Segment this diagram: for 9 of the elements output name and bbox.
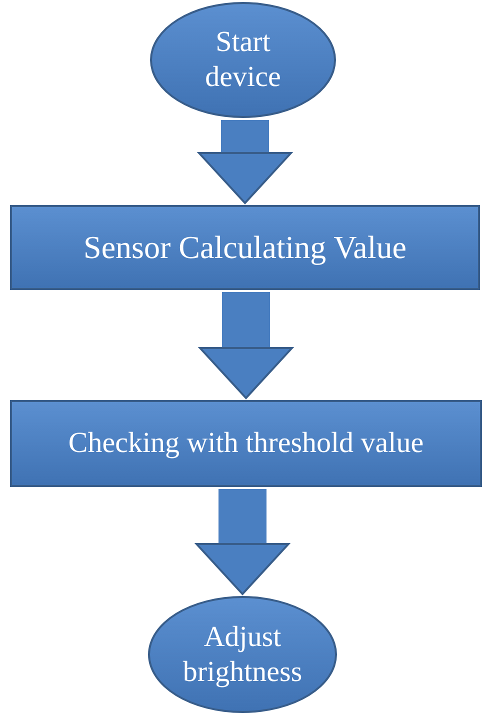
process-box (10, 400, 482, 487)
process-box (10, 205, 480, 290)
block-arrow (198, 120, 292, 204)
block-arrow (199, 292, 293, 399)
node-text: Start device (204, 25, 282, 95)
node-text: Checking with threshold value (68, 426, 424, 461)
node-text: Sensor Calculating Value (84, 228, 406, 267)
node-text: Adjust brightness (182, 620, 304, 690)
block-arrow (196, 489, 290, 595)
